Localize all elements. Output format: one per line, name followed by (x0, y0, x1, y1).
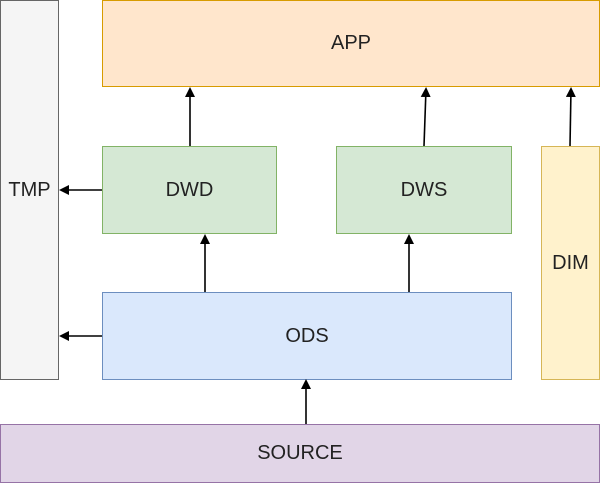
dim-layer-box: DIM (541, 146, 600, 380)
tmp-layer-label: TMP (8, 178, 51, 201)
dwd-layer-box: DWD (102, 146, 277, 234)
dws-layer-label: DWS (400, 178, 448, 201)
source-layer-box: SOURCE (0, 424, 600, 483)
arrow-dws-to-app (420, 87, 431, 147)
app-layer-label: APP (330, 32, 372, 54)
ods-layer-label: ODS (285, 324, 329, 347)
dim-layer-label: DIM (552, 251, 589, 274)
ods-layer-box: ODS (102, 292, 512, 380)
app-layer-box: APP (102, 0, 600, 87)
tmp-layer-box: TMP (0, 0, 59, 380)
arrow-dim-to-app (565, 87, 576, 147)
source-layer-label: SOURCE (257, 442, 343, 464)
dwd-layer-label: DWD (165, 178, 214, 201)
dws-layer-box: DWS (336, 146, 512, 234)
